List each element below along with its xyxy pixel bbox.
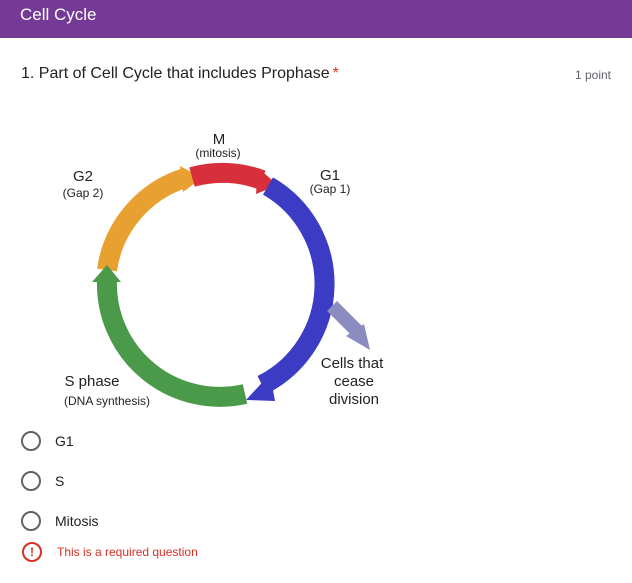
g2-label: G2 (73, 168, 93, 185)
exit-label-line2: cease (334, 373, 374, 390)
form-header: Cell Cycle (0, 0, 632, 38)
s-sublabel: (DNA synthesis) (64, 394, 150, 408)
required-error: ! This is a required question (22, 541, 198, 563)
radio-button[interactable] (21, 471, 41, 491)
s-arc (96, 279, 248, 407)
option-label: Mitosis (55, 513, 99, 529)
option-label: S (55, 473, 65, 489)
option-g1[interactable]: G1 (21, 430, 74, 452)
g1-label: G1 (320, 167, 340, 184)
radio-button[interactable] (21, 511, 41, 531)
g2-arc (97, 168, 189, 272)
s-label: S phase (64, 373, 119, 390)
m-arc (189, 162, 266, 190)
error-text: This is a required question (57, 545, 198, 559)
exit-arrow-shaft (327, 301, 363, 337)
form-title: Cell Cycle (20, 5, 97, 24)
m-sublabel: (mitosis) (195, 146, 240, 160)
exit-label-line1: Cells that (321, 355, 384, 372)
m-arrowhead (256, 168, 278, 194)
option-label: G1 (55, 433, 74, 449)
option-s[interactable]: S (21, 470, 64, 492)
points-label: 1 point (574, 68, 611, 82)
radio-button[interactable] (21, 431, 41, 451)
g1-arc (257, 177, 335, 394)
option-mitosis[interactable]: Mitosis (21, 510, 99, 532)
g1-sublabel: (Gap 1) (310, 182, 351, 196)
g2-sublabel: (Gap 2) (63, 186, 104, 200)
cell-cycle-diagram: M (mitosis) G1 (Gap 1) G2 (Gap 2) S phas… (63, 131, 384, 408)
g1-arrowhead (246, 374, 275, 401)
exit-arrowhead (346, 324, 370, 350)
question-text: 1. Part of Cell Cycle that includes Prop… (21, 65, 330, 82)
g2-arrowhead (180, 166, 202, 192)
s-arrowhead (92, 265, 121, 282)
required-marker: * (332, 65, 339, 82)
m-label: M (213, 131, 226, 148)
question-title: 1. Part of Cell Cycle that includes Prop… (21, 65, 339, 83)
exit-label-line3: division (329, 391, 379, 408)
error-icon: ! (22, 542, 42, 562)
